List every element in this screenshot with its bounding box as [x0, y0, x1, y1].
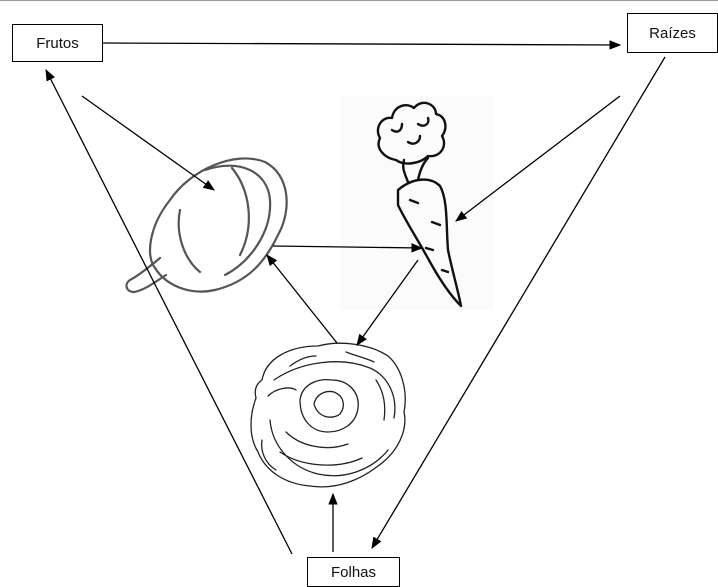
arrow-frutos-to-pepper	[81, 95, 215, 191]
arrow-raizes-to-carrot	[455, 95, 621, 222]
lettuce-illustration	[250, 342, 406, 488]
label-folhas: Folhas	[330, 563, 377, 581]
label-frutos: Frutos	[36, 34, 79, 52]
arrow-carrot-to-lettuce	[356, 259, 419, 346]
pepper-illustration	[125, 157, 288, 294]
label-box-raizes: Raízes	[627, 13, 718, 53]
top-border-line	[0, 0, 718, 1]
arrow-folhas-to-frutos	[45, 68, 293, 555]
arrow-frutos-to-raizes	[102, 40, 622, 50]
connector-lines	[45, 40, 666, 555]
arrow-lettuce-to-pepper	[266, 254, 338, 344]
label-raizes: Raízes	[649, 24, 696, 42]
label-box-folhas: Folhas	[307, 557, 400, 587]
arrow-pepper-to-carrot	[272, 243, 424, 253]
label-box-frutos: Frutos	[12, 24, 103, 62]
line-raizes-to-folhas	[371, 56, 666, 550]
